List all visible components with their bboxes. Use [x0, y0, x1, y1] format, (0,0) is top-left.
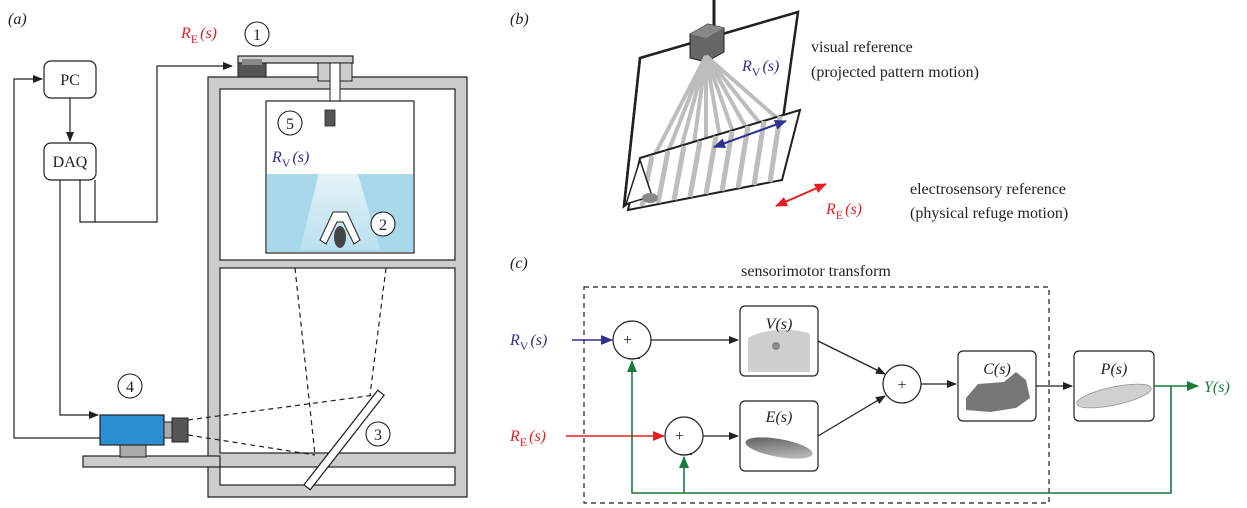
- block-V-label: V(s): [766, 316, 793, 333]
- daq-to-camera-arrow: [59, 180, 99, 419]
- camera-sightlines: [187, 267, 387, 456]
- svg-text:_: _: [683, 440, 693, 457]
- sum-junction-visual: + _: [612, 320, 652, 361]
- pc-label: PC: [60, 72, 80, 89]
- sensorimotor-box: [583, 286, 1050, 504]
- block-E: E(s): [739, 400, 819, 472]
- refuge: [319, 211, 361, 245]
- projector-small: [324, 109, 336, 127]
- block-connections: [651, 336, 1073, 440]
- svg-text:5: 5: [286, 116, 294, 133]
- panel-a-label: (a): [8, 11, 27, 28]
- svg-text:+: +: [675, 428, 684, 445]
- light-beam: [300, 140, 380, 250]
- visual-reference-title: visual reference: [811, 39, 913, 56]
- re-input-label: RE(s): [509, 428, 546, 449]
- block-P-label: P(s): [1100, 361, 1128, 378]
- marker-2: 2: [370, 211, 396, 237]
- re-label-b: RE(s): [825, 201, 862, 222]
- rv-label-b: RV(s): [741, 58, 779, 79]
- visual-motion-arrow: [713, 120, 787, 148]
- refuge-motion-arrow: [775, 183, 827, 207]
- feedback-path: [627, 360, 1199, 494]
- block-P: P(s): [1073, 350, 1155, 422]
- output-Y-label: Y(s): [1204, 379, 1230, 396]
- sum-junction-combined: +: [882, 364, 922, 404]
- visual-reference-sub: (projected pattern motion): [811, 64, 979, 81]
- panel-b: (b): [510, 0, 1068, 222]
- block-E-label: E(s): [765, 409, 793, 426]
- fish-top: [334, 226, 346, 248]
- svg-text:+: +: [897, 377, 906, 394]
- camera: [99, 414, 189, 446]
- sensorimotor-title: sensorimotor transform: [741, 263, 891, 280]
- svg-text:_: _: [631, 344, 641, 361]
- electro-reference-sub: (physical refuge motion): [910, 205, 1068, 222]
- svg-text:+: +: [623, 332, 632, 349]
- daq-label: DAQ: [53, 154, 88, 171]
- marker-1: 1: [244, 21, 270, 47]
- svg-text:3: 3: [374, 427, 382, 444]
- marker-3: 3: [365, 421, 391, 447]
- svg-text:2: 2: [379, 217, 387, 234]
- mirror: [303, 389, 385, 491]
- wiring: [13, 62, 233, 439]
- re-label-a: RE(s): [180, 25, 217, 46]
- marker-5: 5: [277, 110, 303, 136]
- svg-text:1: 1: [253, 27, 261, 44]
- panel-a: (a) PC DAQ: [8, 11, 468, 498]
- electro-reference-title: electrosensory reference: [910, 181, 1066, 198]
- projector: [689, 23, 725, 63]
- panel-c-label: (c): [510, 255, 528, 272]
- block-C: C(s): [957, 350, 1037, 422]
- rv-input-label: RV(s): [509, 332, 547, 353]
- block-C-label: C(s): [983, 361, 1011, 378]
- marker-4: 4: [117, 373, 143, 399]
- panel-c: (c) sensorimotor transform RV(s) RE(s) +…: [509, 255, 1230, 504]
- svg-text:4: 4: [126, 379, 134, 396]
- rv-label-a: RV(s): [271, 149, 309, 170]
- sum-junction-electro: + _: [664, 416, 704, 457]
- daq-to-actuator-arrow: [79, 62, 233, 223]
- daq-box: [43, 142, 97, 181]
- panel-b-label: (b): [510, 11, 529, 28]
- camera-to-pc-arrow: [13, 75, 100, 439]
- block-V: V(s): [739, 305, 819, 377]
